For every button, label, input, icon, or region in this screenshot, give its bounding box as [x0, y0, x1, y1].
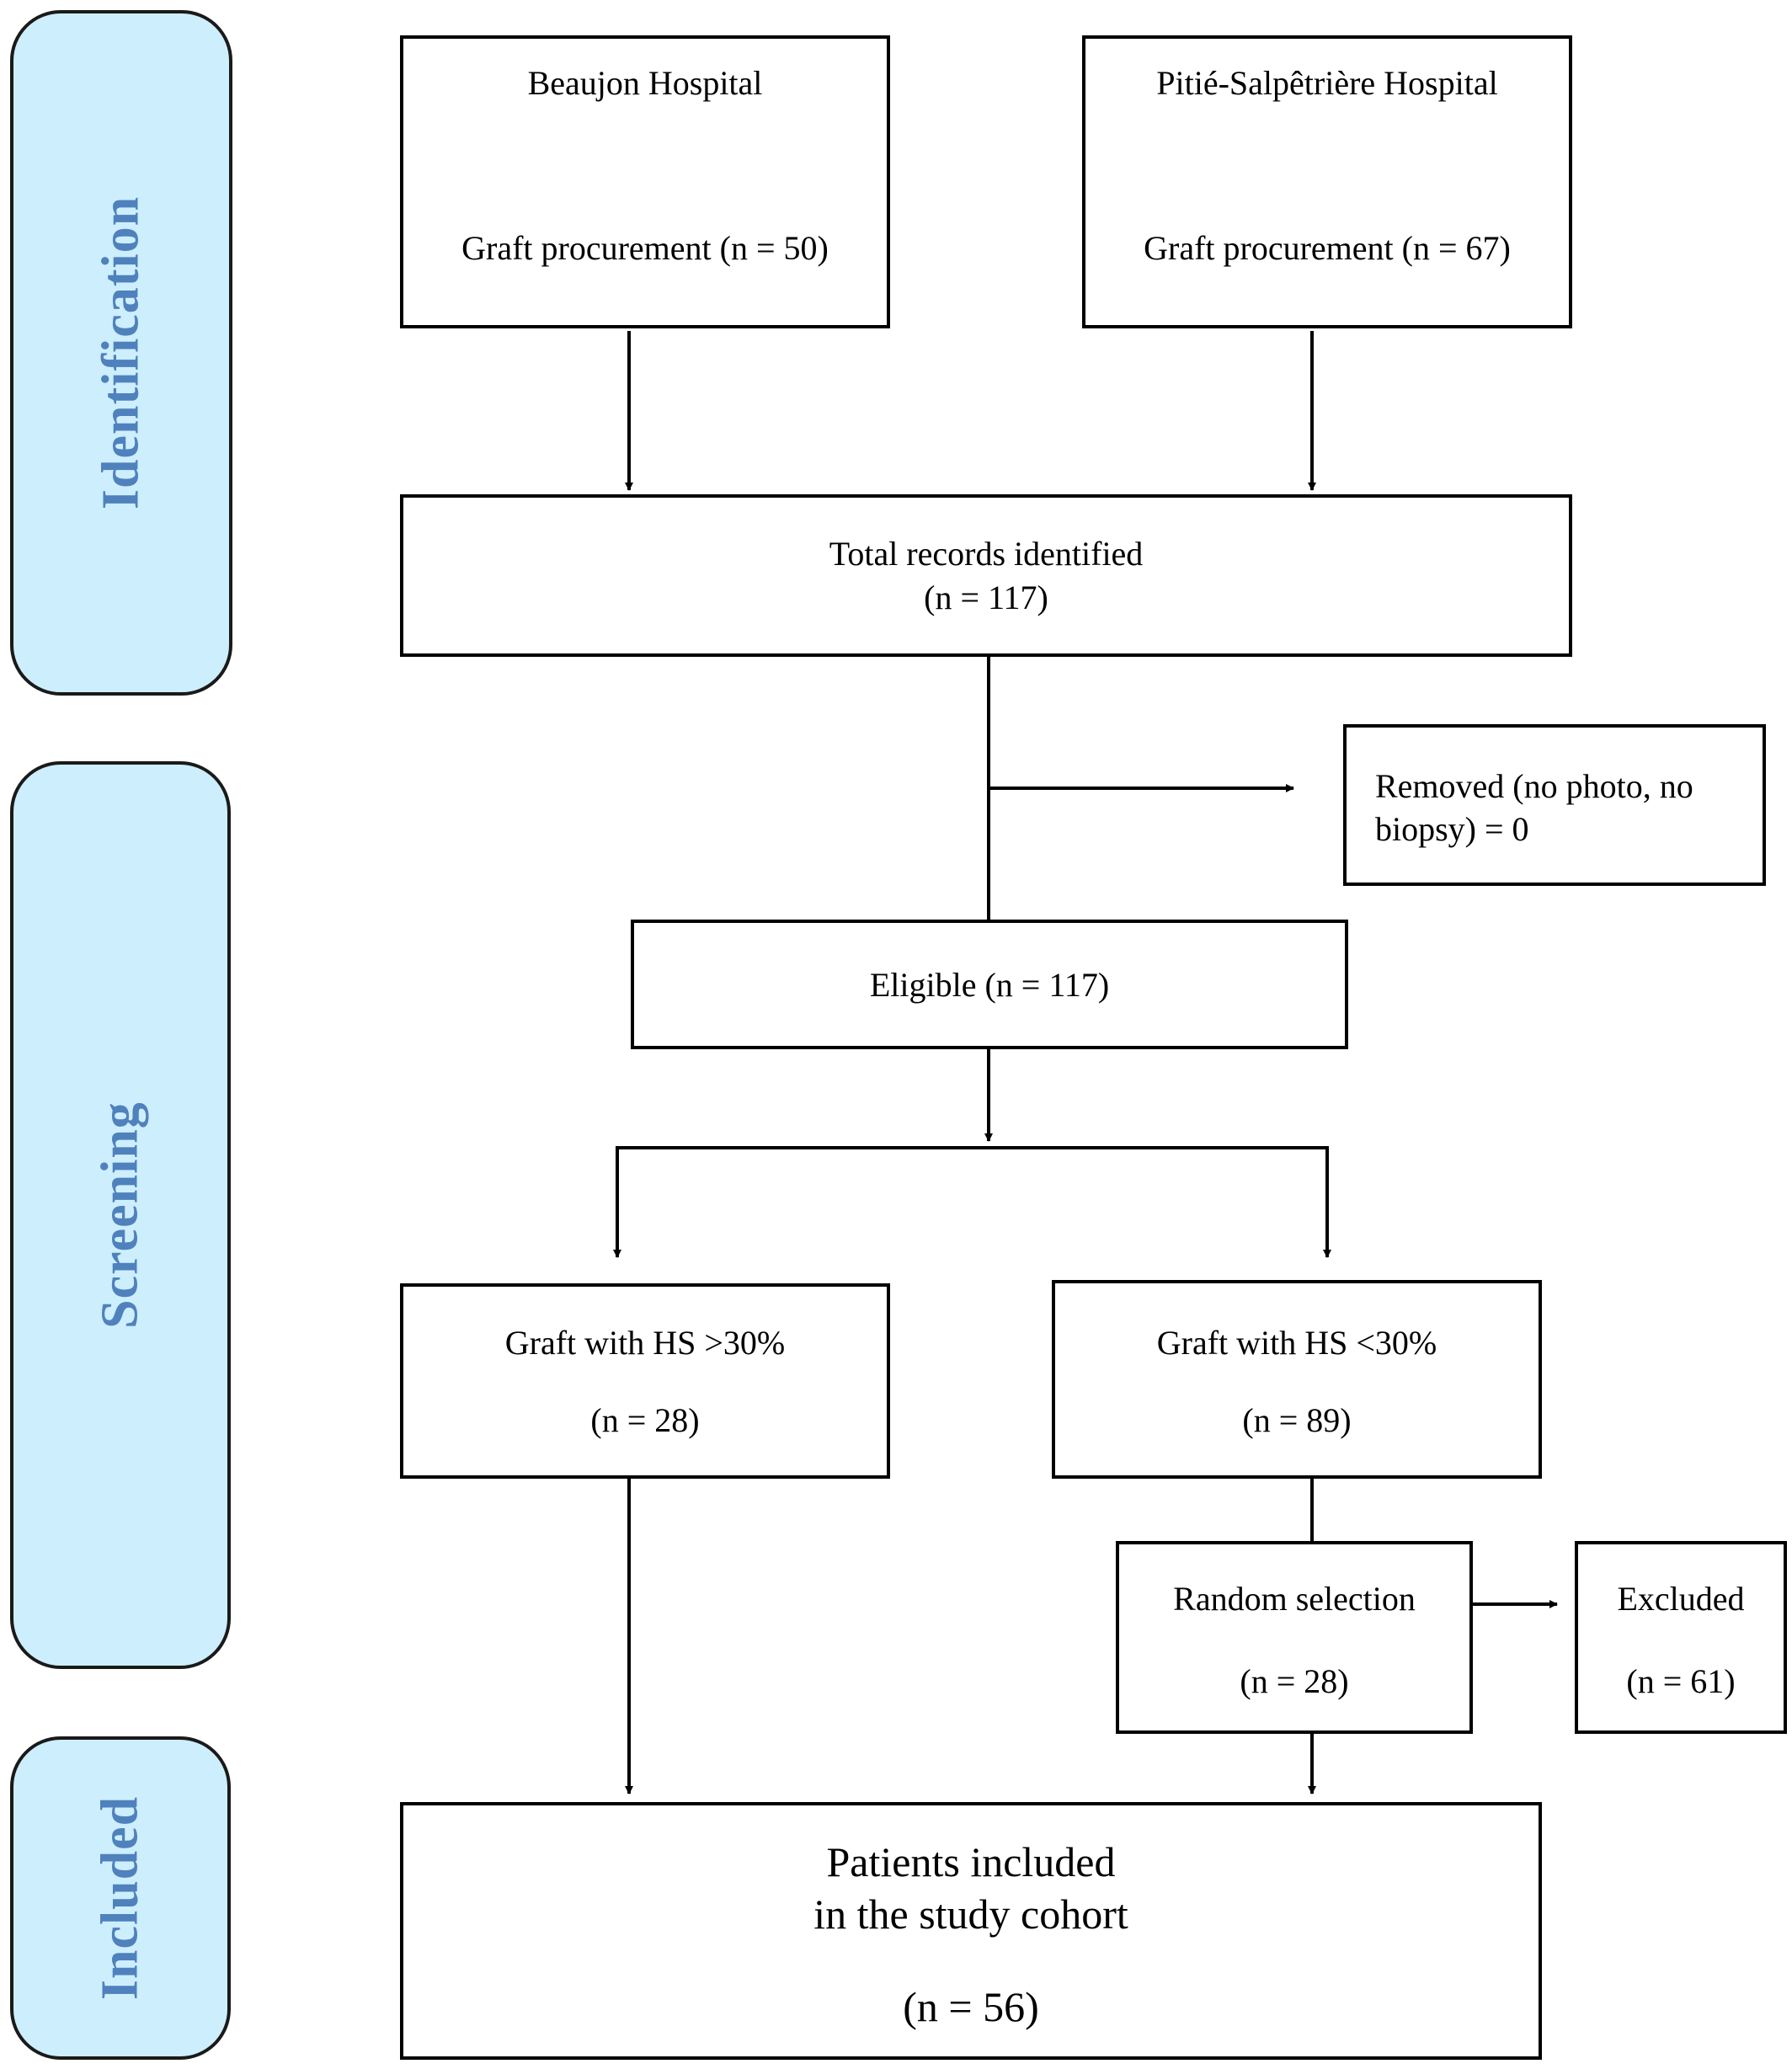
total-records-count: (n = 117) — [924, 579, 1048, 616]
cohort-line2: in the study cohort — [813, 1890, 1128, 1938]
removed-line1: Removed (no photo, no — [1375, 767, 1693, 805]
excluded-box: Excluded (n = 61) — [1575, 1541, 1787, 1734]
hs-low-count: (n = 89) — [1242, 1401, 1352, 1439]
cohort-box: Patients included in the study cohort (n… — [400, 1802, 1542, 2060]
pitie-box: Pitié-Salpêtrière Hospital Graft procure… — [1082, 35, 1572, 328]
eligible-label: Eligible (n = 117) — [869, 966, 1110, 1004]
removed-line2: biopsy) = 0 — [1375, 810, 1529, 848]
hs-high-count: (n = 28) — [590, 1401, 700, 1439]
hs-high-label: Graft with HS >30% — [504, 1324, 786, 1362]
eligible-box: Eligible (n = 117) — [631, 920, 1348, 1049]
random-selection-label: Random selection — [1173, 1580, 1416, 1618]
total-records-box: Total records identified (n = 117) — [400, 494, 1572, 657]
cohort-count: (n = 56) — [903, 1983, 1039, 2030]
random-selection-box: Random selection (n = 28) — [1116, 1541, 1473, 1734]
phase-included-label: Included — [91, 1795, 149, 2001]
beaujon-count: Graft procurement (n = 50) — [461, 229, 829, 267]
hs-high-box: Graft with HS >30% (n = 28) — [400, 1283, 890, 1479]
pitie-count: Graft procurement (n = 67) — [1144, 229, 1511, 267]
hs-low-box: Graft with HS <30% (n = 89) — [1052, 1280, 1542, 1479]
phase-screening: Screening — [10, 761, 231, 1669]
random-selection-count: (n = 28) — [1240, 1662, 1349, 1700]
phase-screening-label: Screening — [91, 1101, 149, 1329]
removed-box: Removed (no photo, no biopsy) = 0 — [1343, 724, 1766, 886]
pitie-title: Pitié-Salpêtrière Hospital — [1156, 64, 1498, 102]
total-records-label: Total records identified — [829, 535, 1144, 573]
beaujon-title: Beaujon Hospital — [527, 64, 763, 102]
cohort-line1: Patients included — [826, 1838, 1116, 1885]
excluded-count: (n = 61) — [1626, 1662, 1736, 1700]
phase-included: Included — [10, 1736, 231, 2060]
excluded-label: Excluded — [1617, 1580, 1745, 1618]
phase-identification: Identification — [10, 10, 232, 696]
hs-low-label: Graft with HS <30% — [1156, 1324, 1437, 1362]
phase-identification-label: Identification — [92, 195, 150, 510]
beaujon-box: Beaujon Hospital Graft procurement (n = … — [400, 35, 890, 328]
